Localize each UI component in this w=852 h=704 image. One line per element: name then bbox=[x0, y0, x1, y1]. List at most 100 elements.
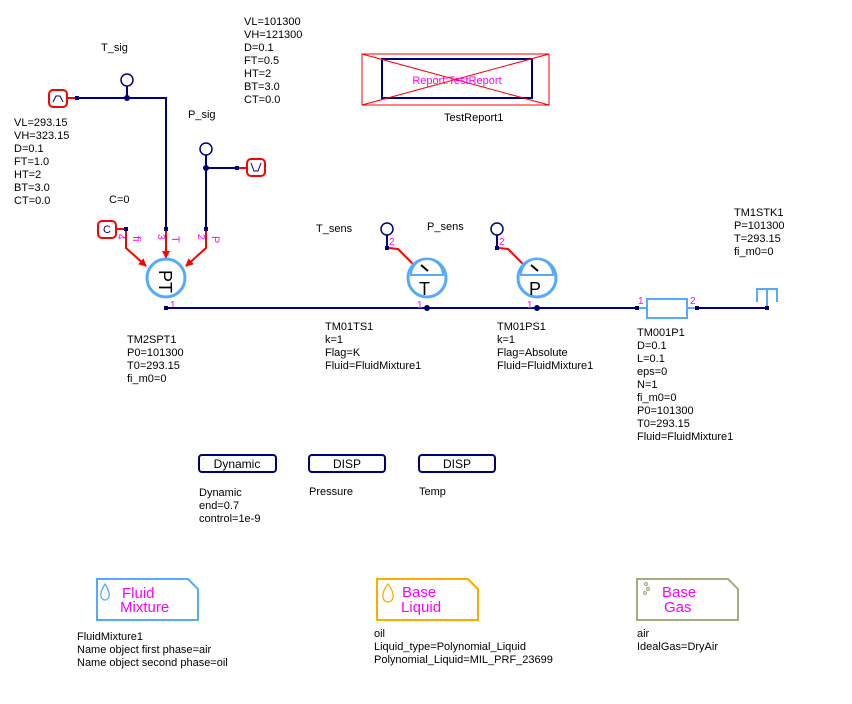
param-line: fi_m0=0 bbox=[734, 246, 773, 258]
param-line: air bbox=[637, 628, 650, 640]
param-line: D=0.1 bbox=[244, 42, 274, 54]
pipe-icon[interactable] bbox=[646, 298, 688, 319]
pin-label-t: T bbox=[169, 236, 181, 243]
constant-label: C=0 bbox=[109, 194, 130, 206]
param-line: VH=121300 bbox=[244, 29, 302, 41]
fluid-title: Base bbox=[662, 584, 696, 601]
report-name: TestReport1 bbox=[444, 112, 503, 124]
port-label: 3 bbox=[155, 234, 166, 240]
param-line: T0=293.15 bbox=[637, 418, 690, 430]
pulse-down-icon[interactable] bbox=[246, 158, 266, 177]
param-line: Fluid=FluidMixture1 bbox=[497, 360, 593, 372]
param-line: Polynomial_Liquid=MIL_PRF_23699 bbox=[374, 654, 553, 666]
dynamic-button[interactable] bbox=[198, 454, 277, 473]
param-line: Name object second phase=oil bbox=[77, 657, 228, 669]
disp-button-label: DISP bbox=[333, 457, 361, 471]
droplet-mixture-icon bbox=[100, 582, 110, 601]
param-line: TM01PS1 bbox=[497, 321, 546, 333]
param-line: CT=0.0 bbox=[14, 195, 50, 207]
param-line: TM01TS1 bbox=[325, 321, 373, 333]
disp-button[interactable] bbox=[418, 454, 496, 473]
disp-button-label: DISP bbox=[443, 457, 471, 471]
droplet-icon bbox=[382, 582, 394, 603]
signal-probe-icon[interactable] bbox=[120, 73, 134, 87]
pipe-component[interactable]: 1 2 TM001P1D=0.1L=0.1eps=0N=1fi_m0=0P0=1… bbox=[635, 296, 733, 443]
t-symbol: T bbox=[419, 279, 430, 299]
param-line: Flag=K bbox=[325, 347, 361, 359]
pressure-sensor[interactable]: P_sens 2 P 1 TM01PS1k=1Flag=AbsoluteFlui… bbox=[427, 221, 593, 372]
param-line: P0=101300 bbox=[127, 347, 184, 359]
port-label: 1 bbox=[170, 300, 176, 311]
param-line: Flag=Absolute bbox=[497, 347, 568, 359]
param-line: BT=3.0 bbox=[14, 182, 50, 194]
port-label: 2 bbox=[690, 296, 696, 307]
param-line: fi_m0=0 bbox=[637, 392, 676, 404]
constant-icon: C bbox=[103, 224, 111, 236]
port-label: 2 bbox=[195, 234, 206, 240]
p-sensor-params: TM01PS1k=1Flag=AbsoluteFluid=FluidMixtur… bbox=[497, 321, 593, 372]
signal-probe-icon[interactable] bbox=[490, 222, 504, 236]
base-liquid-params: oilLiquid_type=Polynomial_LiquidPolynomi… bbox=[374, 628, 553, 666]
report-inner-text: Report:TestReport bbox=[412, 75, 501, 87]
param-line: k=1 bbox=[325, 334, 343, 346]
param-line: L=0.1 bbox=[637, 353, 665, 365]
param-line: HT=2 bbox=[14, 169, 41, 181]
pt-source-icon[interactable] bbox=[145, 257, 187, 299]
disp-button[interactable] bbox=[308, 454, 386, 473]
param-line: Dynamic bbox=[199, 487, 242, 499]
param-line: P0=101300 bbox=[637, 405, 694, 417]
disp-temp-block[interactable]: DISP Temp bbox=[418, 454, 496, 498]
pipe-params: TM001P1D=0.1L=0.1eps=0N=1fi_m0=0P0=10130… bbox=[637, 327, 733, 443]
fluid-title: Liquid bbox=[401, 599, 441, 616]
param-line: VL=293.15 bbox=[14, 117, 68, 129]
disp-pressure-params: Pressure bbox=[309, 486, 353, 498]
gas-bubbles-icon bbox=[642, 581, 651, 596]
param-line: fi_m0=0 bbox=[127, 373, 166, 385]
param-line: k=1 bbox=[497, 334, 515, 346]
param-line: N=1 bbox=[637, 379, 658, 391]
p-sig-params: VL=101300VH=121300D=0.1FT=0.5HT=2BT=3.0C… bbox=[244, 16, 302, 106]
t-sig-source[interactable]: T_sig VL=293.15VH=323.15D=0.1FT=1.0HT=2B… bbox=[14, 42, 167, 229]
param-line: TM2SPT1 bbox=[127, 334, 177, 346]
dynamic-button-label: Dynamic bbox=[214, 457, 261, 471]
p-sig-label: P_sig bbox=[188, 109, 216, 121]
param-line: end=0.7 bbox=[199, 500, 239, 512]
signal-probe-icon[interactable] bbox=[380, 222, 394, 236]
p-sig-source[interactable]: P_sig VL=101300VH=121300D=0.1FT=0.5HT=2B… bbox=[188, 16, 302, 229]
param-line: D=0.1 bbox=[14, 143, 44, 155]
pt-source[interactable]: 4 3 2 fi T P PT 1 TM2SPT1P0=101300T0=293… bbox=[115, 227, 221, 385]
pulse-up-icon[interactable] bbox=[48, 89, 68, 108]
fluid-title: Base bbox=[402, 584, 436, 601]
base-liquid-block[interactable]: Base Liquid oilLiquid_type=Polynomial_Li… bbox=[374, 578, 553, 666]
param-line: FluidMixture1 bbox=[77, 631, 143, 643]
signal-probe-icon[interactable] bbox=[199, 142, 213, 156]
port-label: 1 bbox=[527, 300, 533, 311]
pt-symbol: PT bbox=[155, 270, 175, 293]
param-line: Temp bbox=[419, 486, 446, 498]
param-line: VH=323.15 bbox=[14, 130, 69, 142]
test-report[interactable]: Report:TestReport TestReport1 bbox=[361, 53, 550, 124]
port-label: 1 bbox=[638, 296, 644, 307]
param-line: Name object first phase=air bbox=[77, 644, 212, 656]
port-label: 1 bbox=[417, 300, 423, 311]
param-line: oil bbox=[374, 628, 385, 640]
param-line: CT=0.0 bbox=[244, 94, 280, 106]
pin-label-p: P bbox=[209, 236, 221, 243]
constant-source[interactable]: C=0 C bbox=[97, 194, 130, 239]
param-line: IdealGas=DryAir bbox=[637, 641, 718, 653]
t-sig-label: T_sig bbox=[101, 42, 128, 54]
temperature-sensor[interactable]: T_sens 2 T 1 TM01TS1k=1Flag=KFluid=Fluid… bbox=[316, 222, 448, 372]
disp-pressure-block[interactable]: DISP Pressure bbox=[308, 454, 386, 498]
param-line: FT=1.0 bbox=[14, 156, 49, 168]
param-line: Fluid=FluidMixture1 bbox=[325, 360, 421, 372]
param-line: BT=3.0 bbox=[244, 81, 280, 93]
p-symbol: P bbox=[529, 279, 541, 299]
t-sensor-label: T_sens bbox=[316, 223, 353, 235]
